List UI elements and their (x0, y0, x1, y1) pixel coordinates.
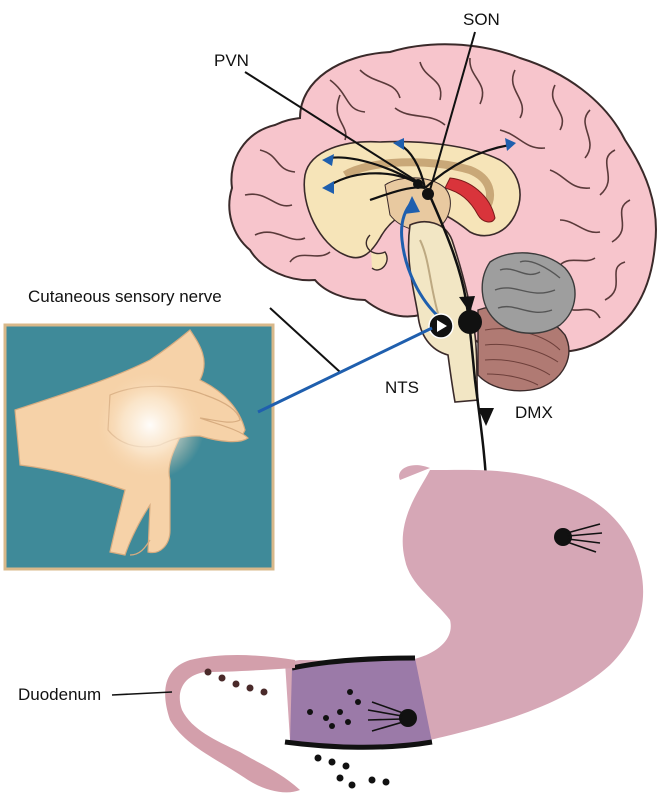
stomach-fundus (399, 465, 430, 480)
duodenum-dots (205, 669, 268, 696)
dmx-nucleus (458, 310, 482, 334)
cutaneous-nerve-blue (258, 328, 432, 412)
pvn-nucleus (413, 179, 423, 189)
duodenum-leader (112, 692, 172, 695)
duodenum (165, 655, 300, 792)
label-duodenum: Duodenum (18, 685, 101, 704)
cutaneous-nerve-leader (270, 308, 340, 372)
touch-inset (5, 325, 273, 569)
exit-dots (315, 755, 390, 789)
pylorus (290, 658, 432, 747)
cerebellum-grey (482, 253, 575, 333)
label-pvn: PVN (214, 51, 249, 70)
label-son: SON (463, 10, 500, 29)
label-cutaneous-sensory-nerve: Cutaneous sensory nerve (28, 287, 222, 306)
label-nts: NTS (385, 378, 419, 397)
label-dmx: DMX (515, 403, 553, 422)
touch-glow (95, 370, 205, 480)
